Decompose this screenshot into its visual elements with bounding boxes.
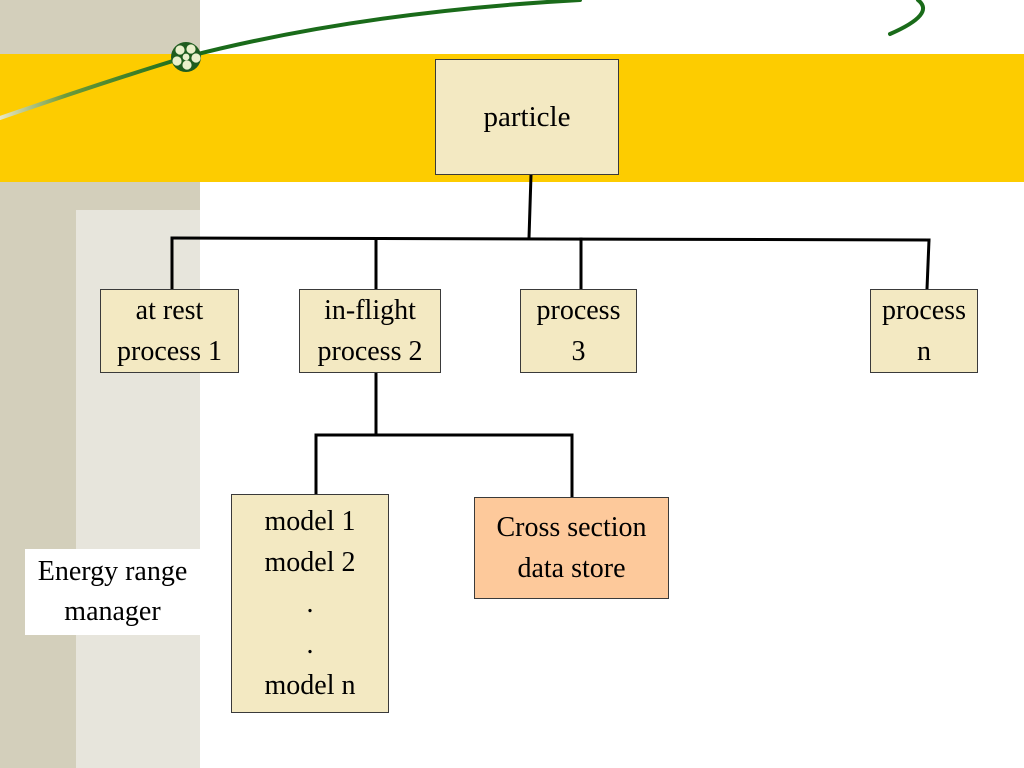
node-in-flight-process-label: in-flight process 2 xyxy=(317,295,423,367)
node-particle-label: particle xyxy=(483,100,571,133)
node-cross-section-store-label: Cross section data store xyxy=(496,512,647,584)
node-models: model 1 model 2 . . model n xyxy=(231,494,389,713)
node-cross-section-store: Cross section data store xyxy=(474,497,669,599)
connector-particle-down xyxy=(527,173,533,240)
energy-range-manager-text: Energy range manager xyxy=(37,556,188,627)
node-models-label: model 1 model 2 . . model n xyxy=(264,506,356,701)
node-process-n-label: process n xyxy=(882,295,966,367)
node-process-3: process 3 xyxy=(520,289,637,373)
node-process-3-label: process 3 xyxy=(536,295,621,367)
node-in-flight-process: in-flight process 2 xyxy=(299,289,441,373)
energy-range-manager-label: Energy range manager xyxy=(25,549,200,635)
connector-process-bar xyxy=(170,236,931,242)
node-particle: particle xyxy=(435,59,619,175)
node-at-rest-process: at rest process 1 xyxy=(100,289,239,373)
connector-processn xyxy=(925,238,931,291)
seed-cluster-icon xyxy=(171,42,201,72)
node-at-rest-process-label: at rest process 1 xyxy=(117,295,222,367)
node-process-n: process n xyxy=(870,289,978,373)
